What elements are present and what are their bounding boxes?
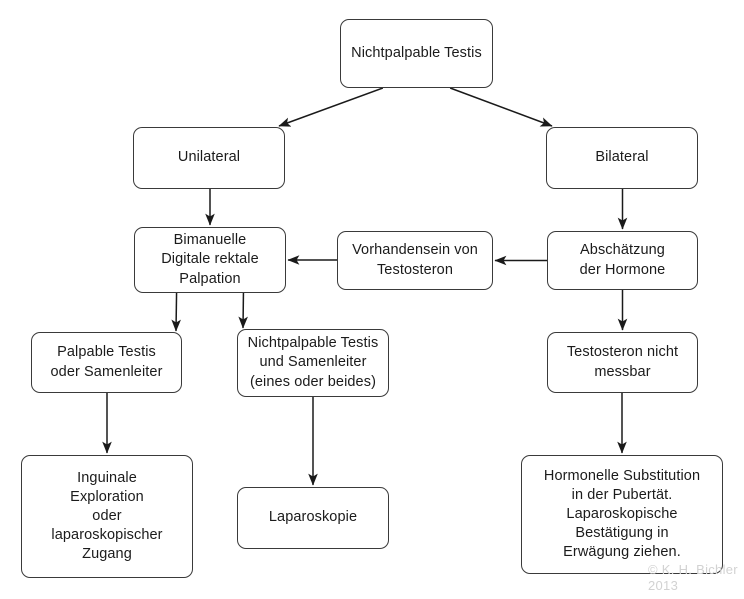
node-root: Nichtpalpable Testis xyxy=(340,19,493,88)
node-bimanuelle: Bimanuelle Digitale rektale Palpation xyxy=(134,227,286,293)
edge-bimanuelle-to-palpable xyxy=(171,292,181,332)
edge-root-to-unilateral xyxy=(278,87,384,127)
node-vorhandensein: Vorhandensein von Testosteron xyxy=(337,231,493,290)
node-unilateral: Unilateral xyxy=(133,127,285,189)
node-testo_nicht: Testosteron nicht messbar xyxy=(547,332,698,393)
node-nichtpalpable: Nichtpalpable Testis und Samenleiter (ei… xyxy=(237,329,389,397)
edge-root-to-bilateral xyxy=(449,87,553,127)
node-abschaetzung: Abschätzung der Hormone xyxy=(547,231,698,290)
node-bilateral: Bilateral xyxy=(546,127,698,189)
node-hormonelle: Hormonelle Substitution in der Pubertät.… xyxy=(521,455,723,574)
node-inguinale: Inguinale Exploration oder laparoskopisc… xyxy=(21,455,193,578)
node-laparoskopie: Laparoskopie xyxy=(237,487,389,549)
node-palpable: Palpable Testis oder Samenleiter xyxy=(31,332,182,393)
copyright-watermark: © K. H. Bichler 2013 xyxy=(648,562,738,594)
